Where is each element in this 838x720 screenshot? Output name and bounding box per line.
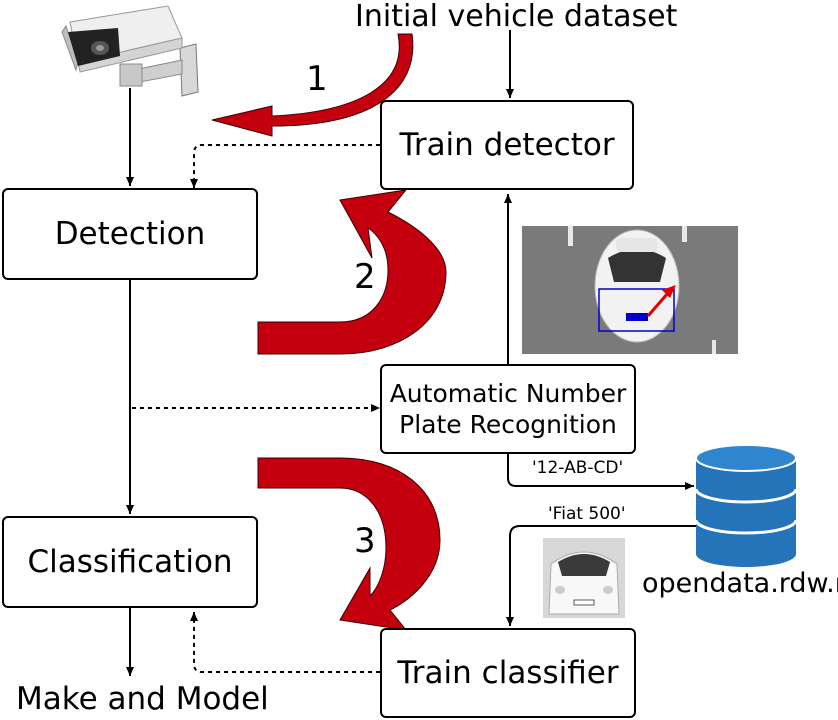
anpr-label-line-2: Plate Recognition [399, 410, 617, 439]
model-value-label: 'Fiat 500' [548, 504, 626, 524]
plate-value-label: '12-AB-CD' [532, 458, 624, 478]
detection-label: Detection [54, 215, 206, 252]
step-3-arrow [257, 457, 441, 631]
anpr-label: Automatic Number Plate Recognition [390, 378, 627, 441]
step-2-arrow [257, 189, 447, 355]
anpr-to-database-arrow [507, 454, 694, 490]
step-1-number: 1 [306, 59, 328, 99]
train-detector-to-detection-dotted-arrow [190, 144, 380, 188]
database-to-train-classifier-arrow [506, 525, 696, 626]
step-2-number: 2 [354, 257, 376, 297]
classification-label: Classification [27, 543, 233, 580]
train-detector-box: Train detector [380, 100, 634, 190]
database-icon [694, 444, 798, 567]
train-classifier-to-classification-dotted-arrow [190, 612, 380, 673]
vehicle-crop-photo [543, 538, 625, 618]
detection-box: Detection [2, 188, 258, 280]
train-classifier-label: Train classifier [397, 654, 619, 691]
license-plate-marker [626, 313, 648, 321]
classification-box: Classification [2, 516, 258, 608]
initial-dataset-label: Initial vehicle dataset [355, 0, 678, 34]
vehicle-detection-photo [522, 226, 738, 354]
database-label: opendata.rdw.nl [642, 568, 838, 599]
anpr-box: Automatic Number Plate Recognition [380, 364, 636, 454]
security-camera-icon [61, 5, 199, 97]
train-classifier-box: Train classifier [380, 628, 636, 718]
train-detector-label: Train detector [399, 126, 615, 163]
make-model-label: Make and Model [16, 681, 269, 717]
detection-bounding-box [598, 288, 675, 332]
anpr-label-line-1: Automatic Number [389, 378, 627, 408]
step-1-arrow [211, 33, 414, 137]
step-3-number: 3 [354, 521, 376, 561]
